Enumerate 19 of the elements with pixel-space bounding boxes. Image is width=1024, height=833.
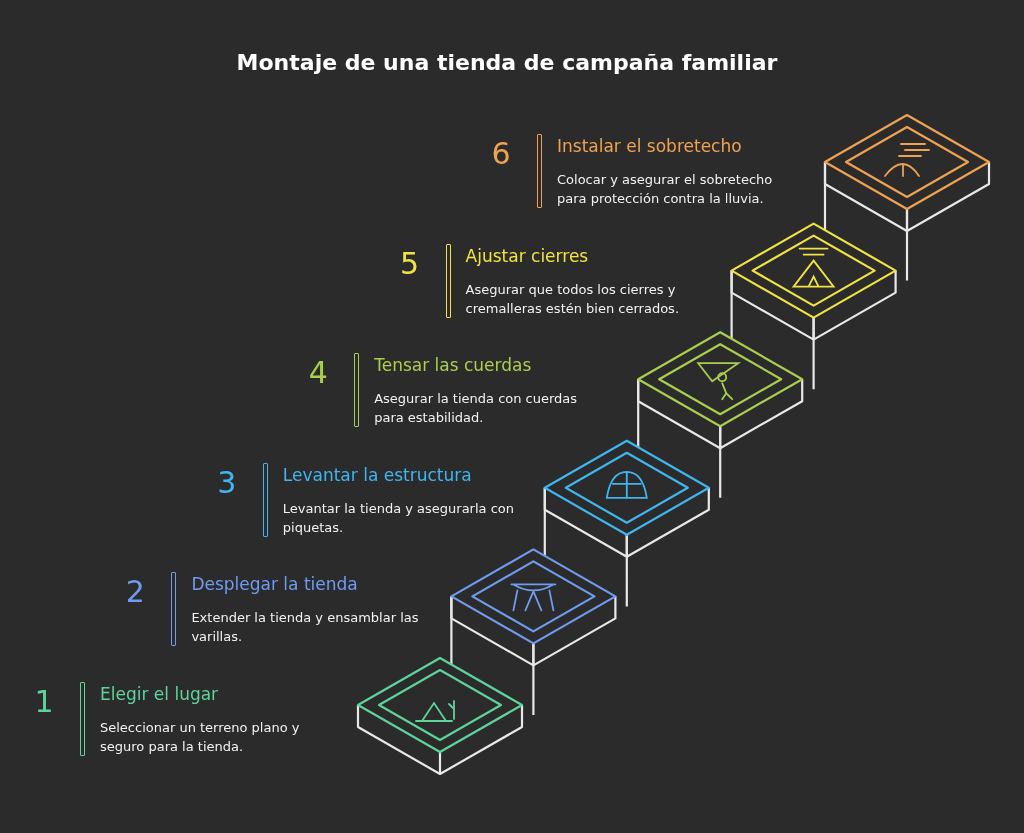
step-number: 4	[307, 355, 329, 391]
step-number: 2	[124, 574, 146, 610]
step-description: Seleccionar un terreno plano y seguro para la tienda.	[100, 719, 301, 756]
step-title: Tensar las cuerdas	[374, 355, 532, 376]
step-description: Extender la tienda y ensamblar las varillas.	[191, 609, 420, 647]
step-number: 1	[33, 684, 55, 719]
step-number: 3	[216, 464, 238, 500]
step-title: Desplegar la tienda	[191, 574, 358, 595]
step-title: Levantar la estructura	[282, 464, 472, 485]
step-title: Ajustar cierres	[465, 245, 589, 266]
step-number: 6	[490, 136, 512, 171]
step-description: Levantar la tienda y asegurarla con piquetas.	[282, 499, 515, 537]
step-description: Asegurar que todos los cierres y cremalleras estén bien cerrados.	[465, 280, 681, 318]
step-title: Elegir el lugar	[100, 684, 219, 704]
diagram-title: Montaje de una tienda de campaña familiar	[235, 50, 779, 75]
step-description: Asegurar la tienda con cuerdas para estabilidad.	[374, 390, 579, 428]
step-title: Instalar el sobretecho	[557, 136, 742, 156]
step-number: 5	[399, 245, 421, 281]
step-description: Colocar y asegurar el sobretecho para protección contra la lluvia.	[557, 171, 774, 208]
